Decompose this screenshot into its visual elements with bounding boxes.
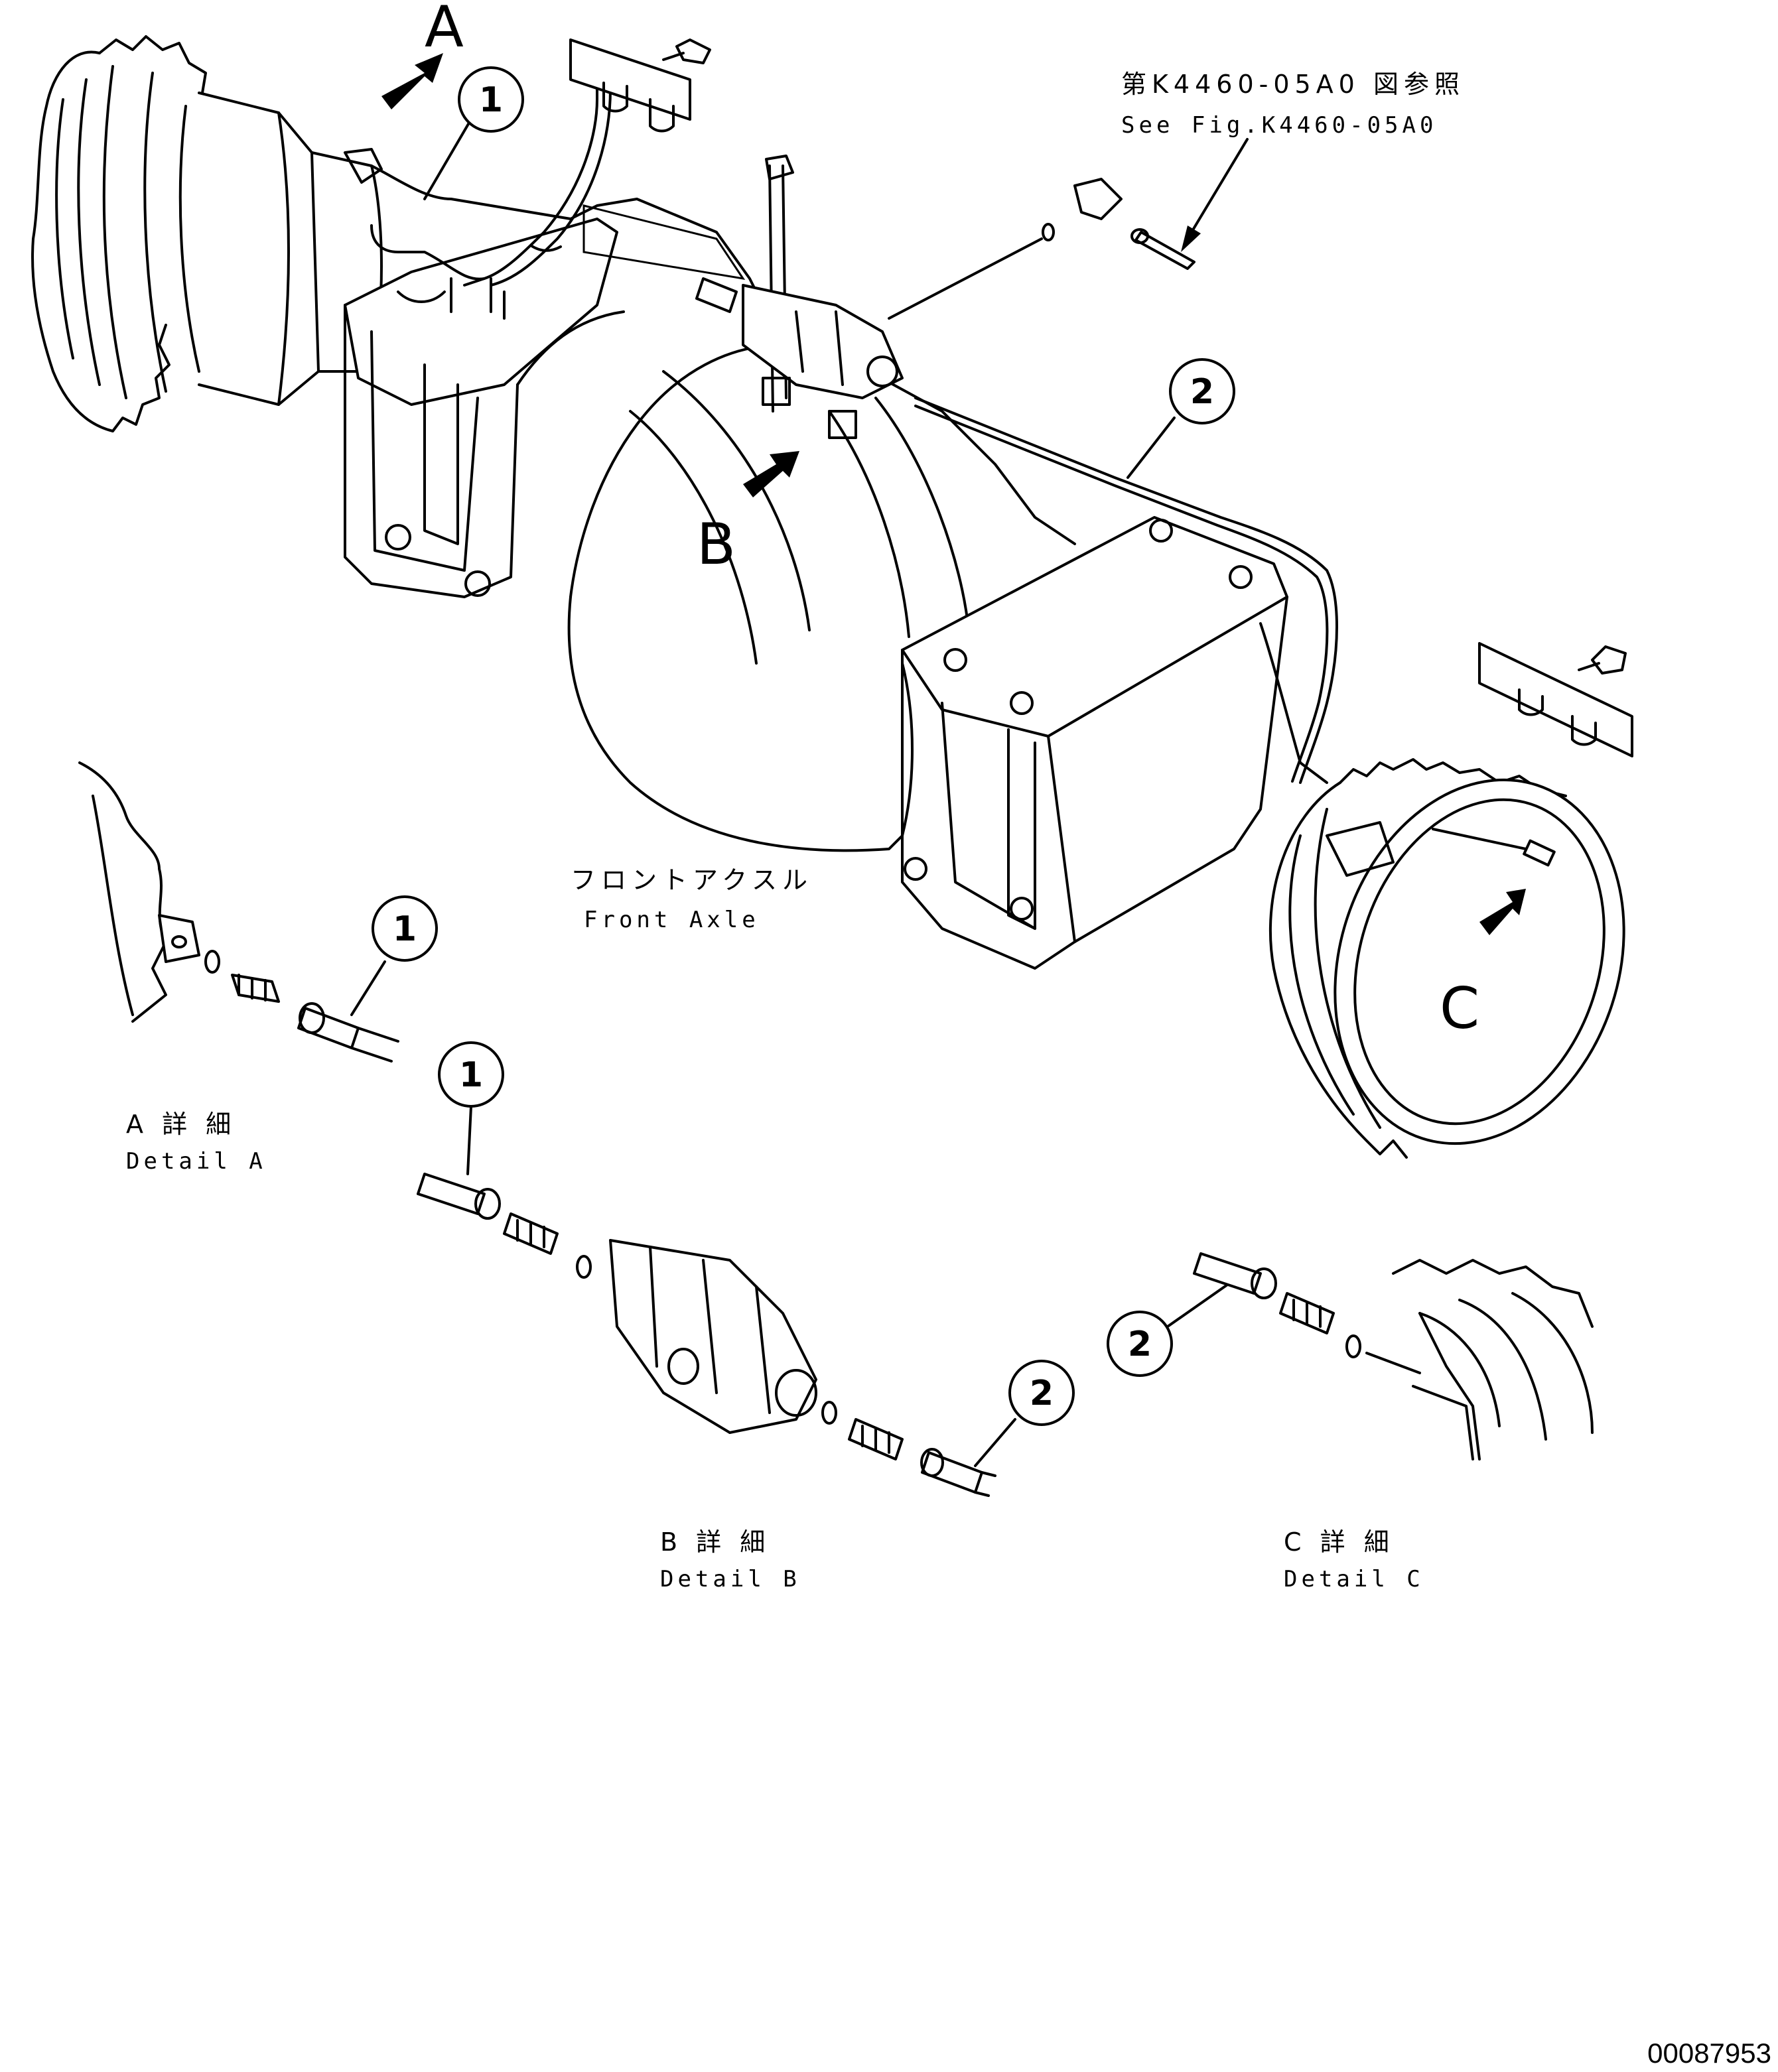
elbow-fitting — [888, 178, 1196, 320]
view-marker-b: B — [697, 511, 736, 578]
top-pipe-clamp-bracket — [569, 38, 711, 133]
right-wheel-face — [1334, 778, 1625, 1145]
view-marker-a: A — [425, 0, 464, 60]
detail-c-label-jp: C 詳 細 — [1284, 1527, 1395, 1557]
right-pipe-clamp-bracket — [1478, 642, 1633, 757]
left-mounting-pad — [344, 218, 618, 406]
view-arrow-a — [381, 53, 443, 109]
detail-b-label-en: Detail B — [660, 1566, 801, 1592]
view-arrow-c — [1479, 889, 1526, 935]
detail-c-label-en: Detail C — [1284, 1566, 1424, 1592]
callout-2-detail-c: 2 — [1128, 1325, 1152, 1364]
view-marker-c: C — [1440, 976, 1479, 1042]
callout-1-detail-b: 1 — [459, 1055, 483, 1095]
brake-tube-1 — [370, 85, 612, 287]
brake-tube-2 — [914, 397, 1338, 784]
reference-label-en: See Fig.K4460-05A0 — [1121, 112, 1437, 139]
detail-a-drawing: 1 — [78, 761, 438, 1063]
detail-b-label-jp: B 詳 細 — [660, 1527, 770, 1557]
svg-text:2: 2 — [1190, 372, 1214, 412]
right-wheel-hub — [1268, 758, 1625, 1159]
left-wheel-hub — [31, 35, 320, 432]
detail-c-drawing: 2 — [1107, 1252, 1594, 1460]
right-mounting-pad — [901, 516, 1288, 738]
brake-valve-assembly — [695, 155, 904, 439]
detail-b-drawing: 1 2 — [417, 1041, 1075, 1497]
front-axle-assembly — [31, 35, 1625, 1159]
view-arrow-b — [743, 451, 799, 497]
front-axle-label-jp: フロントアクスル — [571, 866, 813, 895]
reference-label-jp: 第K4460-05A0 図参照 — [1121, 70, 1465, 99]
front-axle-label-en: Front Axle — [584, 907, 760, 933]
callout-1-main: 1 — [423, 66, 524, 200]
drawing-number: 00087953 — [1647, 2038, 1771, 2069]
callout-2-main: 2 — [1127, 358, 1235, 479]
callout-1-detail-a: 1 — [393, 909, 417, 949]
detail-a-label-jp: A 詳 細 — [126, 1110, 236, 1139]
svg-text:1: 1 — [479, 80, 503, 120]
detail-a-label-en: Detail A — [126, 1148, 267, 1175]
callout-2-detail-b: 2 — [1030, 1374, 1054, 1413]
